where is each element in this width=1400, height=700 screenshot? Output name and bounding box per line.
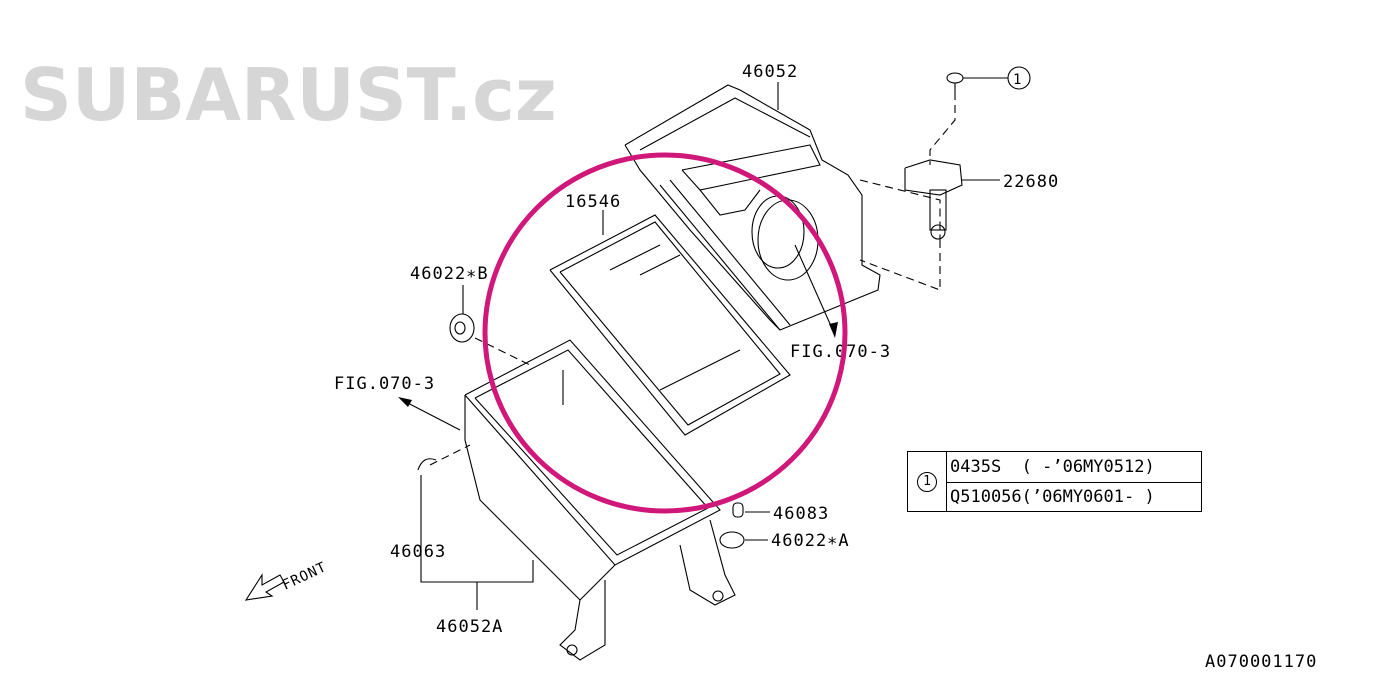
screw-part [946,66,1031,100]
diagram-id: A070001170 [1205,652,1317,672]
legend-row: Q510056(’06MY0601- ) [950,487,1155,507]
grommet-a [719,531,745,549]
callout-1-circle: 1 [917,471,937,492]
front-direction-arrow: FRONT [244,559,329,601]
legend-row: 0435S ( -’06MY0512) [947,452,1201,483]
callout-circle [1007,66,1031,90]
clip-46063 [417,458,437,471]
label-16546: 16546 [565,192,621,212]
air-filter-element [549,210,791,436]
highlight-circle [482,152,848,514]
clip-46083 [732,502,744,518]
label-46022-b: 46022∗B [410,264,489,284]
label-46022-a: 46022∗A [771,531,850,551]
callout-1: 1 [1013,72,1022,88]
label-22680: 22680 [1003,172,1059,192]
mass-air-flow-sensor [904,159,1000,240]
label-fig-070-3-right[interactable]: FIG.070-3 [790,342,891,362]
grommet-b [449,313,475,343]
front-label: FRONT [280,559,329,593]
label-46083: 46083 [773,504,829,524]
label-46052: 46052 [742,62,798,82]
callout-legend-table: 1 0435S ( -’06MY0512) Q510056(’06MY0601-… [907,451,1202,512]
label-46052a: 46052A [436,617,503,637]
arrow-fig-right [794,244,836,336]
watermark: SUBARUST.cz [20,53,557,137]
label-46063: 46063 [390,542,446,562]
legend-callout-cell: 1 [908,452,947,511]
label-fig-070-3-left[interactable]: FIG.070-3 [334,374,435,394]
